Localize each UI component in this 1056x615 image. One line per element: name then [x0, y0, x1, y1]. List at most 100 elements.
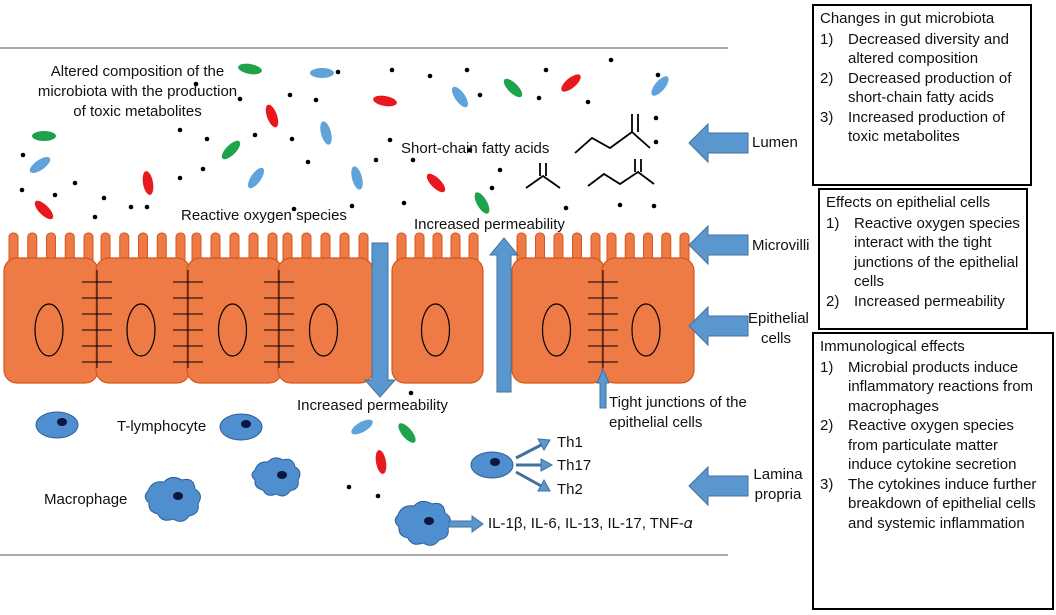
arrow-up-icon	[488, 237, 520, 393]
fatty-acid-molecule-icon	[525, 163, 561, 189]
metabolite-dots	[19, 57, 661, 499]
list-number: 3)	[820, 475, 834, 493]
bacterium-icon	[474, 192, 490, 214]
bacterium-icon	[32, 131, 56, 141]
epithelial-cell	[186, 232, 283, 384]
metabolite-dot	[408, 390, 414, 396]
bacterium-icon	[451, 86, 469, 108]
metabolite-dot	[144, 204, 150, 210]
th17-arrowhead-icon	[540, 458, 554, 472]
metabolite-dot	[536, 95, 542, 101]
bacterium-icon	[503, 78, 523, 98]
lumen-arrow-icon	[688, 122, 749, 164]
epithelial-cell	[3, 232, 99, 384]
list-item: 3) Increased production of toxic metaboli…	[820, 108, 1024, 147]
metabolite-dot	[52, 192, 58, 198]
bacterium-icon	[238, 63, 262, 75]
metabolite-dot	[349, 203, 355, 209]
list-text: Microbial products induce inflammatory r…	[848, 358, 1034, 415]
bacterium-icon	[375, 450, 387, 474]
tight-junctions-label: Tight junctions of the epithelial cells	[609, 394, 747, 431]
metabolite-dot	[543, 67, 549, 73]
metabolite-dot	[237, 96, 243, 102]
bacterium-icon	[29, 156, 51, 174]
bacterium-icon	[247, 167, 265, 189]
list-number: 1)	[820, 30, 834, 48]
list-text: The cytokines induce further breakdown o…	[848, 475, 1037, 532]
metabolite-dot	[427, 73, 433, 79]
metabolite-dot	[204, 136, 210, 142]
bacterium-icon	[34, 200, 54, 220]
metabolite-dot	[252, 132, 258, 138]
metabolite-dot	[19, 187, 25, 193]
epithelial-panel: Effects on epithelial cells 1)Reactive o…	[818, 188, 1028, 330]
cytokine-arrow-icon	[448, 515, 484, 533]
metabolite-dot	[101, 195, 107, 201]
lamina-propria-label: Lamina propria	[753, 466, 803, 503]
fatty-acid-molecule-icon	[574, 114, 651, 154]
list-text: Reactive oxygen species from particulate…	[848, 417, 1017, 473]
arrow-down-icon	[363, 242, 397, 398]
cell-nucleus	[308, 303, 339, 357]
list-number: 3)	[820, 108, 834, 126]
metabolite-dot	[389, 67, 395, 73]
tight-junction-pointer-icon	[596, 367, 610, 409]
metabolite-dot	[200, 166, 206, 172]
t-lymphocyte-icon	[35, 411, 79, 439]
macrophage-icon	[251, 457, 301, 497]
epithelial-panel-title: Effects on epithelial cells	[826, 194, 990, 211]
metabolite-dot	[346, 484, 352, 490]
metabolite-dot	[467, 147, 473, 153]
increased-permeability-bottom-label: Increased permeability	[297, 397, 448, 414]
list-number: 1)	[820, 358, 834, 376]
metabolite-dot	[655, 72, 661, 78]
metabolite-dot	[617, 202, 623, 208]
epithelial-arrow-icon	[688, 305, 749, 347]
cell-nucleus	[126, 303, 156, 357]
short-chain-fatty-acids-label: Short-chain fatty acids	[401, 140, 550, 157]
th2-label: Th2	[557, 481, 583, 498]
increased-permeability-top-label: Increased permeability	[414, 216, 565, 233]
metabolite-dot	[72, 180, 78, 186]
cell-nucleus	[541, 303, 572, 357]
metabolite-dot	[375, 493, 381, 499]
t-lymphocyte-label: T-lymphocyte	[117, 418, 207, 435]
list-number: 2)	[820, 417, 834, 434]
list-item: 2)Decreased production of short-chain fa…	[820, 69, 1024, 108]
macrophage-icon	[144, 476, 201, 522]
list-item: 1)Decreased diversity and altered compos…	[820, 30, 1024, 69]
cell-nucleus	[420, 303, 451, 357]
list-item: 1)Reactive oxygen species interact with …	[826, 214, 1020, 292]
list-item: 3) The cytokines induce further breakdown…	[820, 475, 1046, 534]
bacterium-icon	[265, 104, 279, 128]
microbiota-panel-title: Changes in gut microbiota	[820, 10, 995, 27]
metabolite-dot	[20, 152, 26, 158]
list-text: Reactive oxygen species interact with th…	[854, 214, 1020, 291]
metabolite-dot	[128, 204, 134, 210]
metabolite-dot	[177, 175, 183, 181]
t-lymphocyte-icon	[219, 413, 263, 441]
macrophage-label: Macrophage	[44, 491, 128, 508]
bacterium-icon	[398, 423, 416, 443]
bacteria-layer	[29, 63, 669, 474]
metabolite-dot	[651, 203, 657, 209]
th-arrows	[515, 442, 544, 489]
reactive-oxygen-species-label: Reactive oxygen species	[181, 207, 347, 224]
bacterium-icon	[351, 419, 373, 435]
list-text: Increased production of toxic metabolite…	[848, 108, 1005, 146]
bacterium-icon	[426, 173, 446, 193]
metabolite-dot	[313, 97, 319, 103]
list-number: 2)	[820, 69, 834, 87]
epithelial-cell	[277, 232, 374, 384]
t-lymphocyte-icon	[470, 451, 514, 479]
metabolite-dot	[497, 167, 503, 173]
metabolite-dot	[653, 139, 659, 145]
bacterium-icon	[142, 171, 154, 195]
epithelial-cells-label: Epithelial cells	[748, 310, 809, 347]
tight-junction	[173, 270, 203, 368]
immunological-panel-title: Immunological effects	[820, 338, 965, 355]
bacterium-icon	[373, 95, 397, 107]
list-item: 1) Microbial products induce inflammatory…	[820, 358, 1046, 417]
microvilli-arrow-icon	[688, 224, 749, 266]
